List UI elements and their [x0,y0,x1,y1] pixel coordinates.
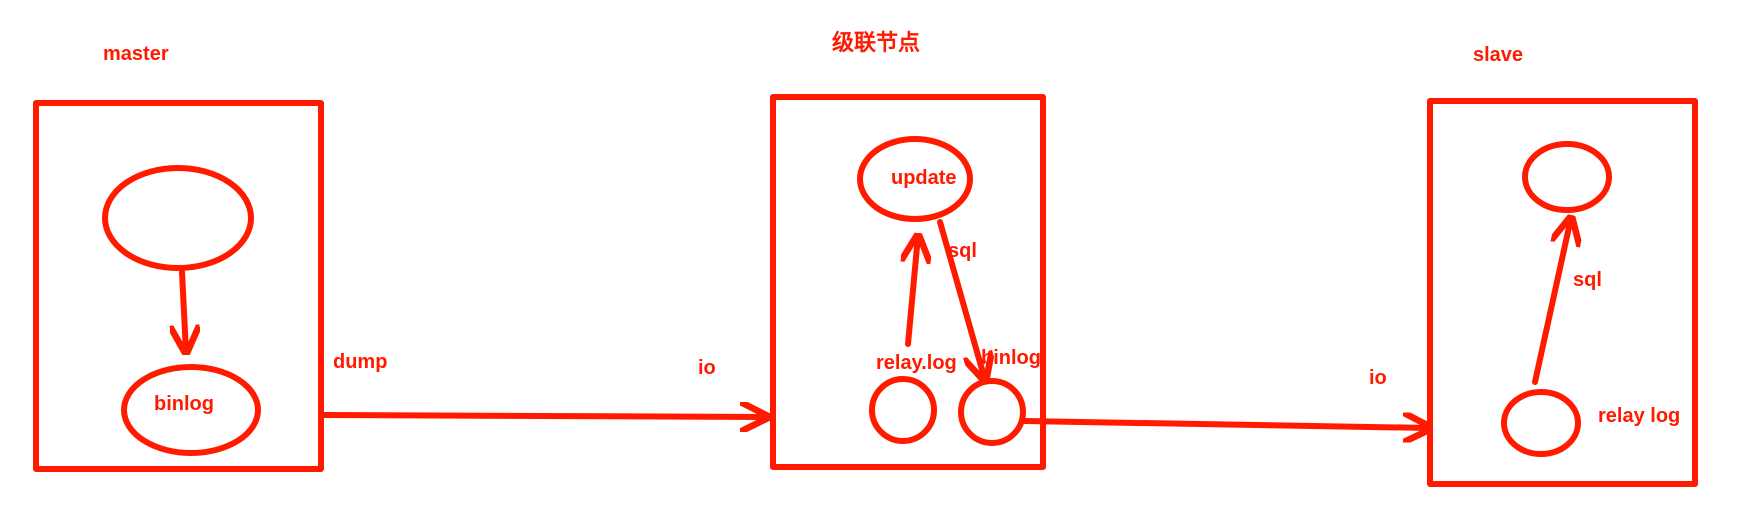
cascade-to-slave-io-arrow [1021,421,1430,428]
cascade-relaylog-circle [869,376,937,444]
master-title: master [103,43,169,65]
slave-sql-arrow [1532,218,1571,385]
cascade-binlog-circle [958,378,1026,446]
dump-label: dump [333,351,387,373]
cascade-update-label: update [891,167,957,189]
io-label-2: io [1369,367,1387,389]
slave-sql-label: sql [1573,269,1602,291]
cascade-sql-label: sql [948,240,977,262]
cascade-update-to-binlog-arrow [937,219,985,380]
cascade-update-circle [857,136,973,222]
cascade-binlog-label: binlog [981,347,1041,369]
master-db-circle [102,165,254,271]
slave-db-circle [1522,141,1612,213]
master-write-arrow [182,269,186,352]
master-binlog-label: binlog [154,393,214,415]
master-binlog-circle [121,364,261,456]
master-box [33,100,324,472]
io-label-1: io [698,357,716,379]
cascade-title: 级联节点 [832,30,920,56]
cascade-relaylog-label: relay.log [876,352,957,374]
cascade-relay-to-update-arrow [908,236,918,347]
slave-title: slave [1473,44,1523,66]
slave-box [1427,98,1698,487]
slave-relaylog-label: relay log [1598,405,1680,427]
dump-io-arrow [322,415,767,417]
slave-relaylog-circle [1501,389,1581,457]
cascade-box [770,94,1046,470]
